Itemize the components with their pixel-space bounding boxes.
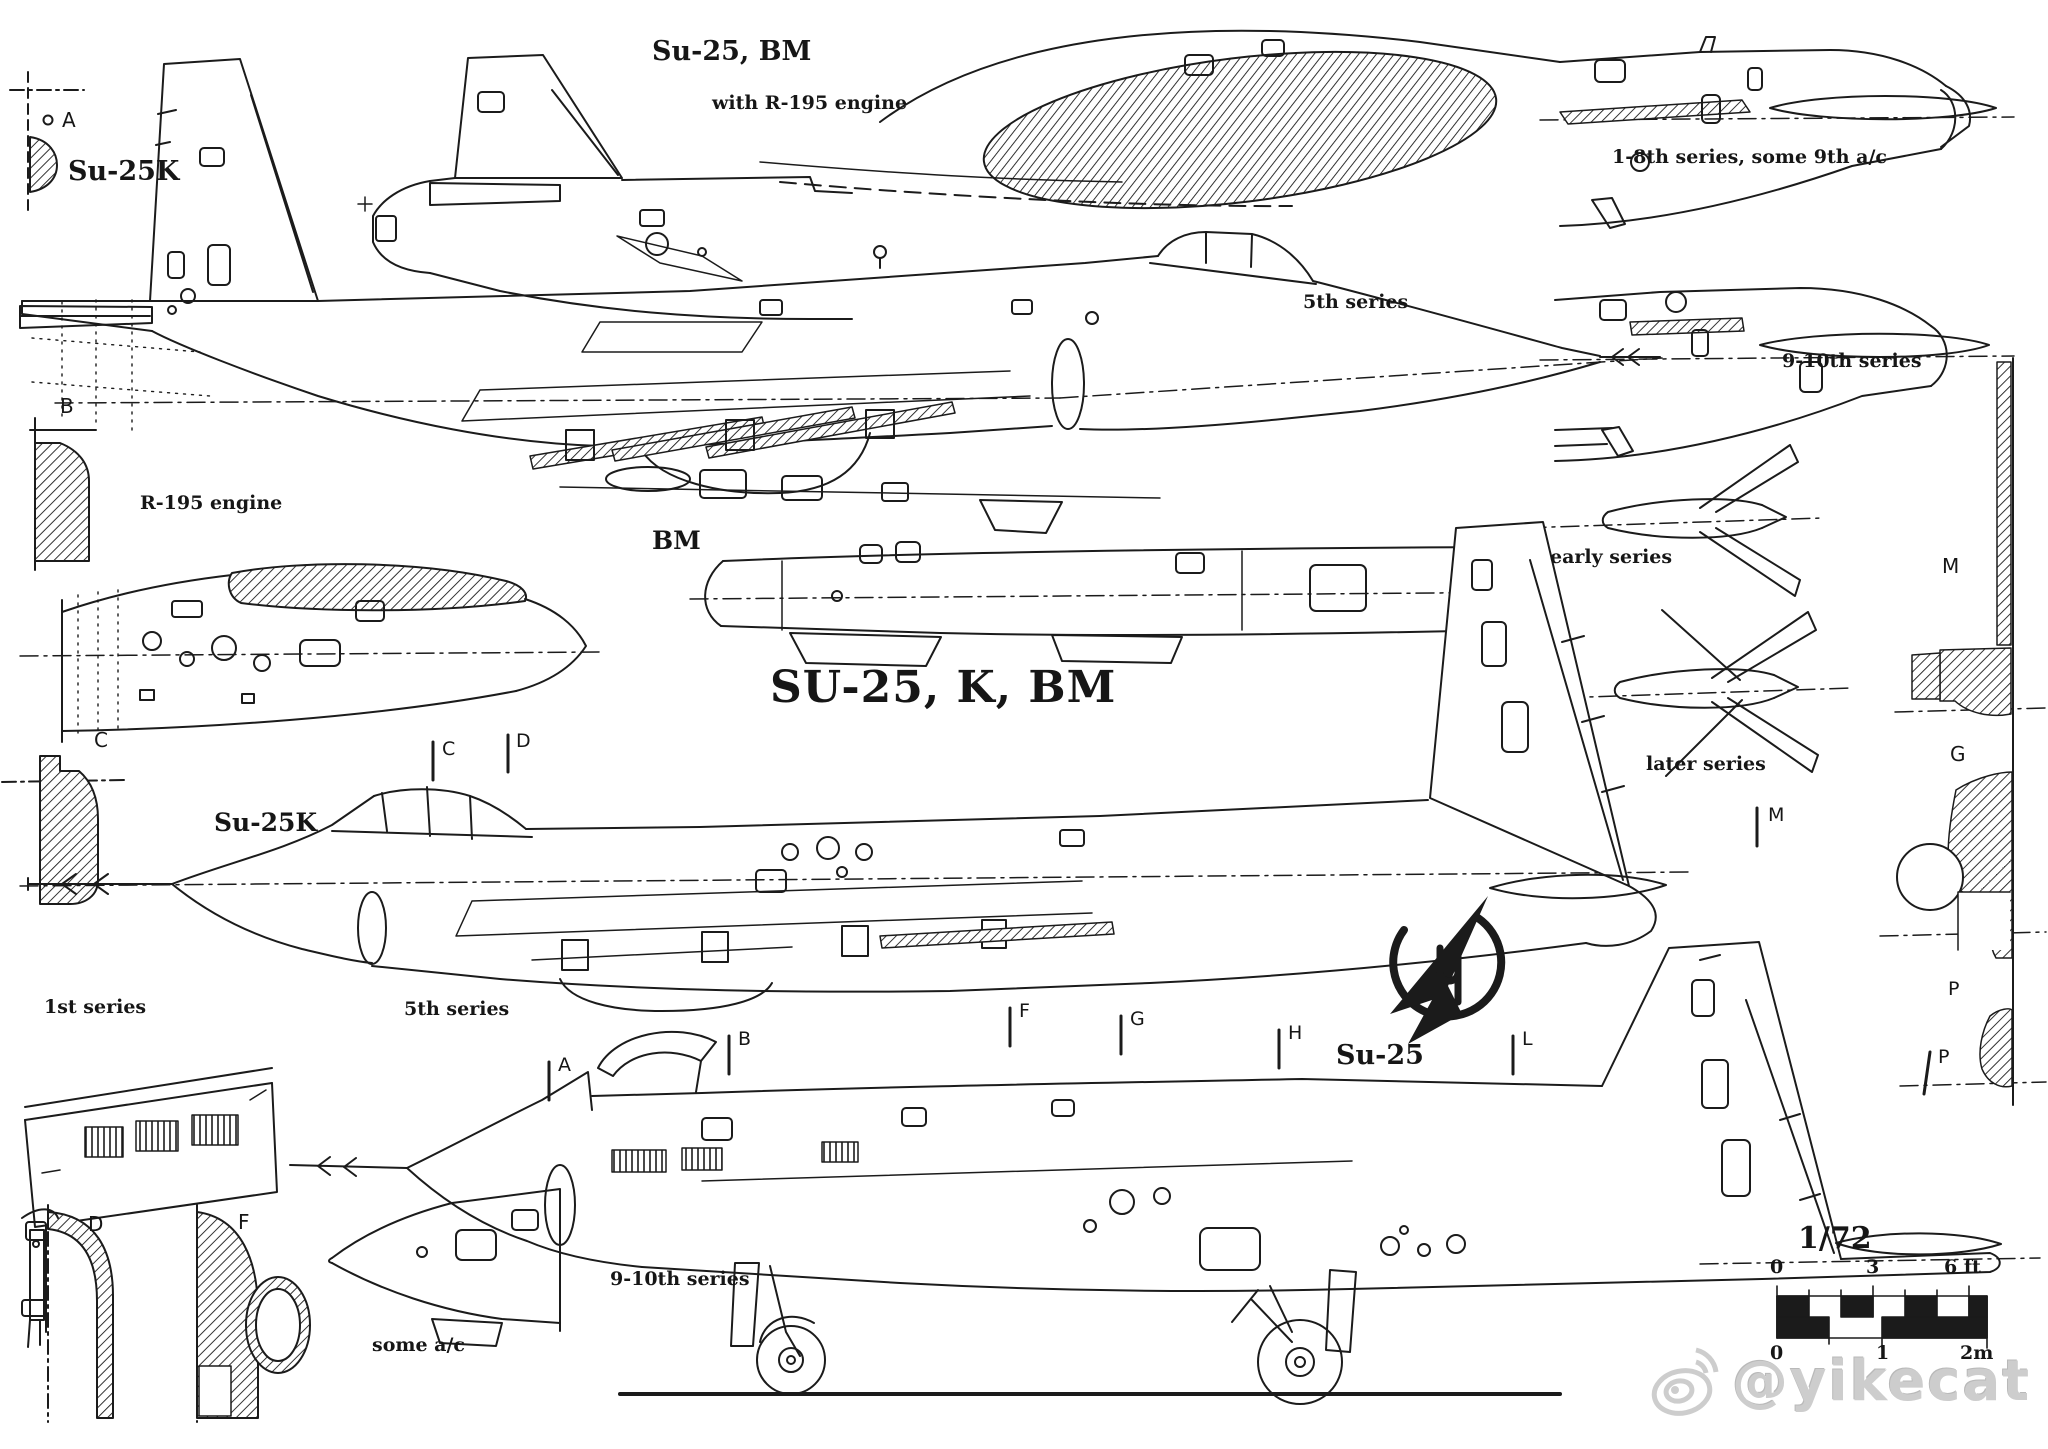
flap-detail-fragment [24, 1067, 278, 1228]
mark-p-lower: P [1938, 1046, 1950, 1068]
scale-ft-3: 3 [1866, 1256, 1880, 1278]
mark-p-upper: P [1948, 978, 1960, 1000]
page-title: SU-25, K, BM [770, 662, 1117, 713]
mark-f-datum: F [1019, 1000, 1030, 1022]
note-engine-left: R-195 engine [140, 492, 283, 514]
section-d-cutaway [21, 1204, 114, 1423]
mark-d-section: D [88, 1212, 104, 1236]
label-su25-bottom: Su-25 [1336, 1040, 1424, 1071]
watermark-text: @yikecat [1732, 1348, 2032, 1414]
section-a-cutaway [9, 71, 85, 211]
scale-m-2: 2m [1960, 1342, 1994, 1364]
scale-ratio: 1/72 [1798, 1221, 1872, 1256]
topview-fragment [759, 29, 1561, 210]
mark-g-datum: G [1130, 1008, 1145, 1030]
aircraft-su25-bottom [289, 806, 2041, 1405]
label-bm-mid: BM [652, 526, 701, 555]
scale-m-1: 1 [1876, 1342, 1890, 1364]
note-series-early: early series [1550, 546, 1673, 568]
mark-c-datum: C [442, 738, 456, 760]
mark-a-left: A [62, 108, 76, 132]
weibo-icon [1651, 1347, 1719, 1416]
mark-d-datum: D [516, 730, 531, 752]
note-engine-top: with R-195 engine [712, 92, 908, 114]
aircraft-su25k-lower [19, 521, 1693, 1012]
note-series-later: later series [1646, 753, 1766, 775]
note-series-9-10-lower: 9-10th series [610, 1268, 750, 1290]
mark-a-datum: A [558, 1054, 571, 1076]
rear-fuselage-9-10th [1539, 287, 2015, 462]
note-series-1st: 1st series [44, 996, 147, 1018]
section-b-cutaway [29, 417, 97, 571]
scale-ft-6: 6 ft [1944, 1256, 1981, 1278]
label-su25k-top: Su-25K [68, 156, 180, 187]
nose-variant-some-ac [328, 1188, 561, 1347]
note-series-5-lower: 5th series [404, 998, 510, 1020]
section-f-cutaway [196, 1204, 311, 1423]
mark-h-datum: H [1288, 1022, 1303, 1044]
bm-belly-fragment [689, 541, 1559, 667]
mark-f-section: F [238, 1210, 250, 1234]
label-su25bm-top: Su-25, BM [652, 36, 812, 67]
tailfin-su25k [149, 58, 319, 315]
note-some-ac: some a/c [372, 1334, 465, 1356]
scale-bar [1776, 1285, 1988, 1349]
scale-ft-0: 0 [1770, 1256, 1784, 1278]
mark-c-left: C [94, 728, 108, 752]
note-series-5-upper: 5th series [1303, 291, 1409, 313]
mark-b-left: B [60, 394, 74, 418]
edge-sections-m-g-p [1879, 357, 2047, 1106]
rear-fuselage-1-8th [1539, 36, 2015, 229]
mark-l-datum: L [1522, 1028, 1533, 1050]
mark-m-right: M [1942, 554, 1960, 578]
sukhoi-logo [1389, 896, 1506, 1044]
aircraft-side-middle [19, 196, 1663, 534]
mark-g-right: G [1950, 742, 1966, 766]
section-c-cutaway [1, 755, 126, 905]
bm-nose-section [19, 563, 601, 743]
label-su25k-mid: Su-25K [214, 808, 318, 837]
mark-m-datum: M [1768, 804, 1785, 826]
note-series-9-10-upper: 9-10th series [1782, 350, 1922, 372]
scale-m-0: 0 [1770, 1342, 1784, 1364]
mark-b-datum: B [738, 1028, 752, 1050]
note-series-1-8: 1-8th series, some 9th a/c [1612, 146, 1887, 168]
watermark: @yikecat [1648, 1340, 2031, 1422]
